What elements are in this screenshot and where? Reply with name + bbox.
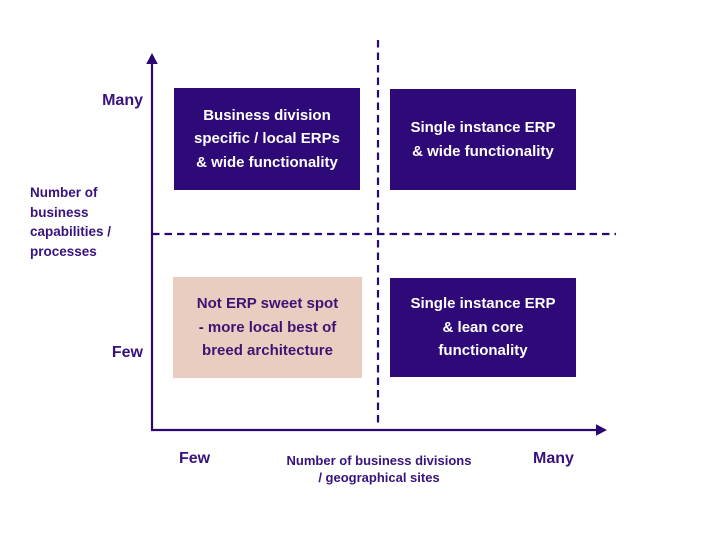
y-axis-tick-few: Few: [111, 344, 143, 361]
x-axis-title: Number of business divisions / geographi…: [286, 453, 472, 485]
x-axis-tick-many: Many: [533, 450, 574, 467]
y-axis-tick-many: Many: [102, 92, 143, 109]
quadrant-top-left: Business division specific / local ERPs …: [174, 88, 360, 190]
quadrant-bottom-left: Not ERP sweet spot - more local best of …: [173, 277, 362, 378]
y-axis-arrow-icon: [146, 53, 158, 64]
quadrant-top-right: Single instance ERP & wide functionality: [390, 89, 576, 190]
quadrant-bottom-right: Single instance ERP & lean core function…: [390, 278, 576, 377]
y-axis-title: Number of business capabilities / proces…: [30, 185, 112, 259]
x-axis-tick-few: Few: [179, 450, 211, 467]
x-axis-arrow-icon: [596, 424, 607, 436]
